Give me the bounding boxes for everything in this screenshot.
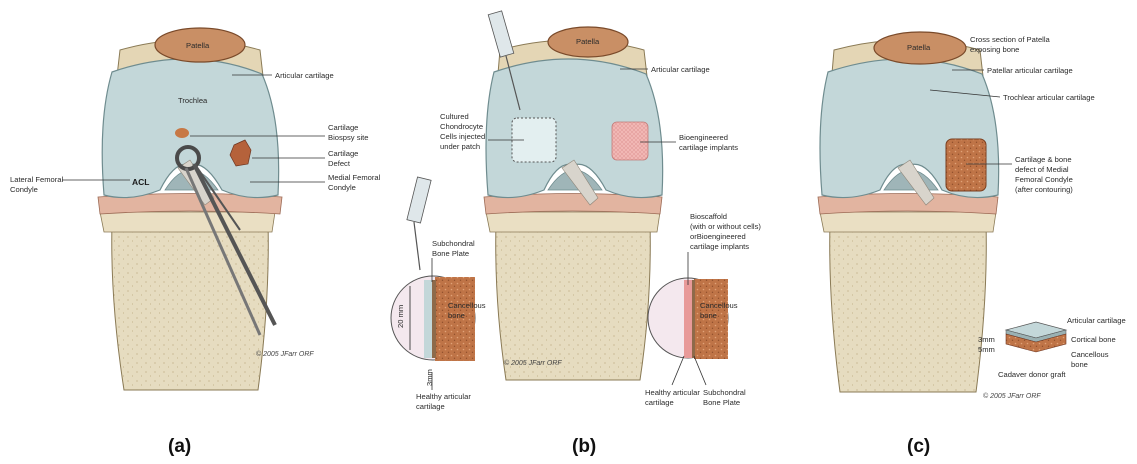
b-copyright: © 2005 JFarr ORF: [504, 359, 562, 367]
b-subchondral-2: Bone Plate: [432, 249, 469, 258]
panel-a-biopsy-site: [175, 128, 189, 138]
panel-a-knee: [98, 28, 282, 390]
a-patella-label: Patella: [186, 41, 210, 50]
a-medial-label-1: Medial Femoral: [328, 173, 381, 182]
b-patella-label: Patella: [576, 37, 600, 46]
c-defect-3: Femoral Condyle: [1015, 175, 1073, 184]
a-articular-label: Articular cartilage: [275, 71, 334, 80]
a-biopsy-label-1: Cartilage: [328, 123, 358, 132]
panel-label-a: (a): [168, 436, 191, 457]
c-graft-5mm: 5mm: [978, 345, 995, 354]
b-articular-label: Articular cartilage: [651, 65, 710, 74]
b-healthy2-1: Healthy articular: [645, 388, 700, 397]
a-medial-label-2: Condyle: [328, 183, 356, 192]
b-bioeng-1: Bioengineered: [679, 133, 728, 142]
c-patellar-cart: Patellar articular cartilage: [987, 66, 1073, 75]
a-defect-label-2: Defect: [328, 159, 351, 168]
c-graft-canc-1: Cancellous: [1071, 350, 1109, 359]
c-graft-canc-2: bone: [1071, 360, 1088, 369]
panel-c-donor-graft: [1006, 322, 1066, 352]
panel-b-syringe-bottom: [407, 177, 431, 270]
a-acl-label: ACL: [132, 177, 149, 187]
b-depth-label: 20 mm: [396, 305, 405, 328]
b-bioscaffold-2: (with or without cells): [690, 222, 761, 231]
b-cultured-1: Cultured: [440, 112, 469, 121]
panel-label-c: (c): [907, 436, 930, 457]
b-cancellous-2: bone: [448, 311, 465, 320]
c-graft-cortical: Cortical bone: [1071, 335, 1116, 344]
panel-c-knee: [818, 32, 1066, 392]
b-bioscaffold-3: orBioengineered: [690, 232, 746, 241]
c-cross-1: Cross section of Patella: [970, 35, 1051, 44]
b-bioscaffold-1: Bioscaffold: [690, 212, 727, 221]
b-bioeng-2: cartilage implants: [679, 143, 738, 152]
c-graft-3mm: 3mm: [978, 335, 995, 344]
b-healthy2-2: cartilage: [645, 398, 674, 407]
c-trochlear-cart: Trochlear articular cartilage: [1003, 93, 1095, 102]
a-lateral-label-1: Lateral Femoral: [10, 175, 63, 184]
c-copyright: © 2005 JFarr ORF: [983, 392, 1041, 400]
b-subchondral-1: Subchondral: [432, 239, 475, 248]
b-subchondral2-2: Bone Plate: [703, 398, 740, 407]
a-lateral-label-2: Condyle: [10, 185, 38, 194]
b-thickness-label: 3mm: [425, 369, 434, 386]
b-cancellous-1: Cancellous: [448, 301, 486, 310]
panel-b-implant: [612, 122, 648, 160]
c-defect-4: (after contouring): [1015, 185, 1073, 194]
b-subchondral2-1: Subchondral: [703, 388, 746, 397]
b-cultured-4: under patch: [440, 142, 480, 151]
b-healthy-2: cartilage: [416, 402, 445, 411]
c-cross-2: exposing bone: [970, 45, 1019, 54]
b-cultured-2: Chondrocyte: [440, 122, 483, 131]
a-biopsy-label-2: Biospsy site: [328, 133, 369, 142]
a-defect-label-1: Cartilage: [328, 149, 358, 158]
panel-c-defect: [946, 139, 986, 191]
panel-a-tibia: [112, 222, 269, 390]
c-graft-label: Cadaver donor graft: [998, 370, 1066, 379]
a-trochlea-label: Trochlea: [178, 96, 208, 105]
b-healthy-1: Healthy articular: [416, 392, 471, 401]
a-copyright: © 2005 JFarr ORF: [256, 350, 314, 358]
b-cancellous2-1: Cancellous: [700, 301, 738, 310]
c-defect-2: defect of Medial: [1015, 165, 1069, 174]
c-patella-label: Patella: [907, 43, 931, 52]
b-cultured-3: Cells injected: [440, 132, 485, 141]
c-graft-artic: Articular cartilage: [1067, 316, 1126, 325]
c-defect-1: Cartilage & bone: [1015, 155, 1072, 164]
panel-label-b: (b): [572, 436, 596, 457]
b-bioscaffold-4: cartilage implants: [690, 242, 749, 251]
b-cancellous2-2: bone: [700, 311, 717, 320]
